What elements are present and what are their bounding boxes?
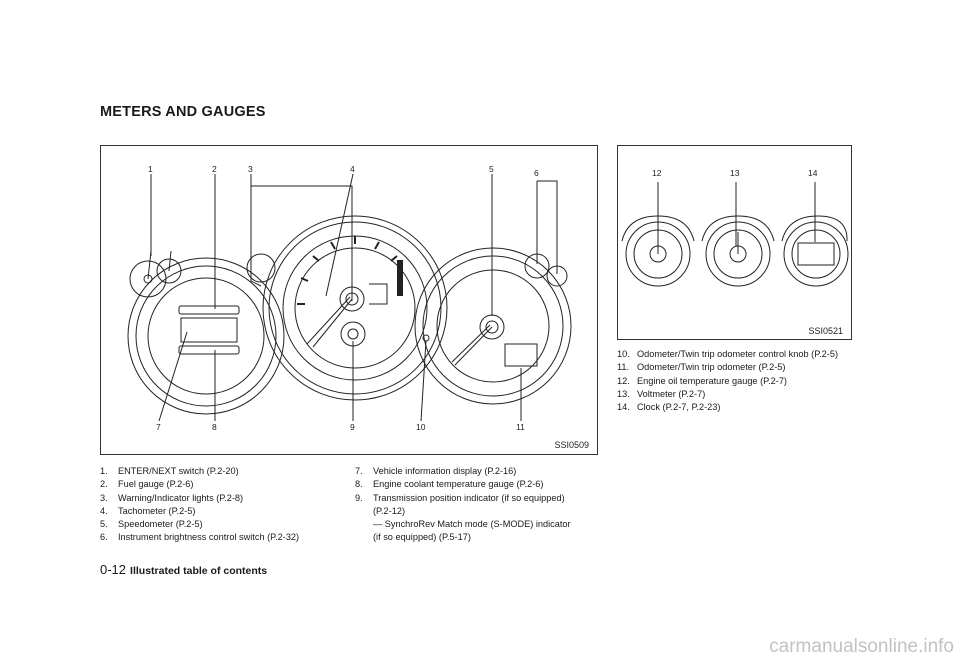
voltmeter-gauge	[705, 221, 771, 287]
list-item: 1.ENTER/NEXT switch (P.2-20)	[100, 466, 239, 476]
callout-11: 11	[516, 422, 525, 432]
tachometer-outer	[262, 215, 448, 401]
callout-14: 14	[808, 168, 818, 178]
center-gauges-figure: 12 13 14 SSI0521	[617, 145, 852, 340]
callout-1: 1	[148, 164, 153, 174]
list-item: 10.Odometer/Twin trip odometer control k…	[617, 349, 839, 359]
legend-list-middle: 7.Vehicle information display (P.2-16) 8…	[355, 465, 571, 545]
callout-12: 12	[652, 168, 662, 178]
callout-10: 10	[416, 422, 426, 432]
callout-13: 13	[730, 168, 740, 178]
watermark: carmanualsonline.info	[769, 636, 954, 657]
callout-4: 4	[350, 164, 355, 174]
list-item: 3.Warning/Indicator lights (P.2-8)	[100, 492, 244, 503]
legend-list-left: 1.ENTER/NEXT switch (P.2-20) 2.Fuel gaug…	[100, 465, 299, 545]
section-title: Illustrated table of contents	[130, 565, 268, 577]
callout-7: 7	[156, 422, 161, 432]
instrument-cluster-figure: 1 2 3 4 5 6 7 8 9 10 11 SSI0509	[100, 145, 598, 455]
list-item: 8.Engine coolant temperature gauge (P.2-…	[355, 479, 544, 490]
list-item: 5.Speedometer (P.2-5)	[100, 519, 203, 530]
list-item: 14.Clock (P.2-7, P.2-23)	[617, 402, 721, 413]
list-item: 13.Voltmeter (P.2-7)	[617, 388, 706, 399]
redline-band	[397, 260, 403, 296]
instrument-cluster-illustration: 1 2 3 4 5 6 7 8 9 10 11	[127, 164, 572, 432]
list-item: 2.Fuel gauge (P.2-6)	[100, 479, 194, 490]
list-item: 12.Engine oil temperature gauge (P.2-7)	[617, 375, 787, 386]
callout-6: 6	[534, 168, 539, 178]
clock-gauge	[783, 221, 849, 287]
list-item: 7.Vehicle information display (P.2-16)	[355, 466, 517, 476]
section-heading: METERS AND GAUGES	[100, 104, 266, 120]
figure-code: SSI0521	[808, 326, 843, 336]
figure-code: SSI0509	[554, 440, 589, 450]
list-item: 6.Instrument brightness control switch (…	[100, 532, 300, 543]
center-gauges-illustration: 12 13 14	[621, 168, 849, 287]
list-item: 4.Tachometer (P.2-5)	[100, 505, 196, 516]
fuel-gauge-outer	[127, 257, 285, 415]
legend-list-right: 10.Odometer/Twin trip odometer control k…	[617, 348, 838, 414]
callout-9: 9	[350, 422, 355, 432]
list-item: 9. Transmission position indicator (if s…	[355, 492, 571, 543]
callout-5: 5	[489, 164, 494, 174]
list-item: 11.Odometer/Twin trip odometer (P.2-5)	[617, 362, 786, 373]
page-number: 0-12	[100, 562, 127, 577]
callout-2: 2	[212, 164, 217, 174]
tachometer-ticks	[297, 236, 398, 305]
speedometer-outer	[414, 247, 572, 405]
callout-8: 8	[212, 422, 217, 432]
callout-3: 3	[248, 164, 253, 174]
